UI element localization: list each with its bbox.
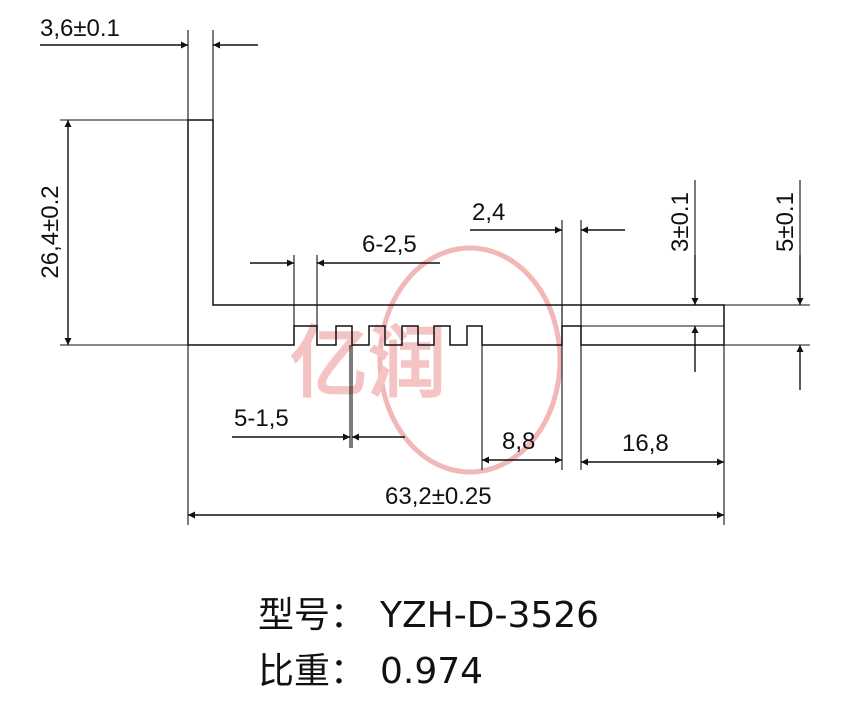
dim-thickness-3-label: 3±0.1 <box>667 192 694 252</box>
dim-thickness-5: 5±0.1 <box>772 180 804 390</box>
watermark-ring <box>377 245 563 475</box>
dim-total-width-label: 63,2±0.25 <box>385 483 492 510</box>
dim-flange-thickness: 3,6±0.1 <box>40 15 258 49</box>
dim-fin-width-label: 5-1,5 <box>234 405 289 432</box>
dim-total-width: 63,2±0.25 <box>188 483 724 519</box>
dim-thickness-3: 3±0.1 <box>667 180 699 372</box>
slot-top-line <box>561 305 582 326</box>
model-label: 型号： <box>258 595 367 636</box>
dim-slot-offset: 8,8 <box>482 428 562 464</box>
model-line: 型号： YZH-D-3526 <box>258 586 599 638</box>
watermark-text: 亿润 <box>290 319 446 409</box>
dim-thickness-5-label: 5±0.1 <box>772 192 799 252</box>
dim-height-label: 26,4±0.2 <box>37 185 64 278</box>
watermark: 亿润 <box>290 245 563 475</box>
extension-lines <box>60 30 810 525</box>
dim-fin-pitch: 6-2,5 <box>250 231 440 267</box>
weight-line: 比重： 0.974 <box>258 642 483 694</box>
dim-slot-top: 2,4 <box>470 199 625 234</box>
dim-right-segment-label: 16,8 <box>622 430 669 457</box>
profile-outline <box>187 119 725 346</box>
dim-right-segment: 16,8 <box>581 430 724 466</box>
weight-label: 比重： <box>258 651 367 692</box>
dim-slot-offset-label: 8,8 <box>502 428 535 455</box>
model-value: YZH-D-3526 <box>380 595 600 636</box>
dim-height: 26,4±0.2 <box>37 120 72 345</box>
dim-fin-pitch-label: 6-2,5 <box>362 231 417 258</box>
weight-value: 0.974 <box>380 651 484 692</box>
dim-slot-top-label: 2,4 <box>472 199 505 226</box>
dim-fin-width: 5-1,5 <box>232 405 405 441</box>
dim-flange-thickness-label: 3,6±0.1 <box>40 15 120 42</box>
